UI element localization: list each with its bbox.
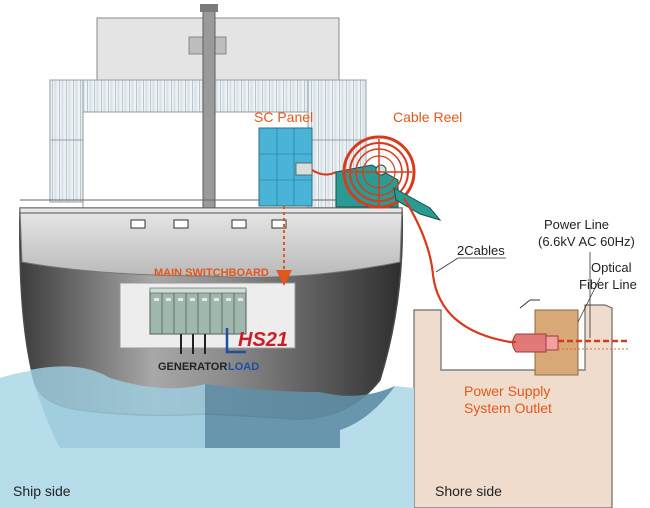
load-label: LOAD [228, 361, 259, 373]
porthole-4 [271, 219, 287, 229]
cable-reel [335, 135, 442, 221]
container-stack-left [49, 79, 84, 203]
optical-leader [577, 277, 601, 323]
panel-to-reel-cable [311, 169, 337, 176]
porthole-2 [173, 219, 189, 229]
generator-label: GENERATOR [158, 361, 227, 373]
hull-submerged-left [30, 366, 205, 448]
outlet-label-1: Power Supply [464, 383, 550, 399]
shore-side-area [413, 252, 628, 508]
mast-top [200, 4, 218, 12]
ship-side-label: Ship side [13, 483, 71, 499]
plug-socket [545, 335, 559, 351]
mast [202, 9, 216, 211]
sc-panel-label: SC Panel [254, 109, 313, 125]
power-line-label-2: (6.6kV AC 60Hz) [538, 234, 635, 249]
cable-reel-label: Cable Reel [393, 109, 462, 125]
two-cables-label: 2Cables [457, 243, 505, 258]
optical-label-2: Fiber Line [579, 277, 637, 292]
optical-label-1: Optical [591, 260, 632, 275]
two-cables-leader [435, 257, 459, 273]
container-stack-center [82, 79, 309, 113]
hs21-label: HS21 [238, 329, 288, 351]
hull-upper [19, 207, 403, 278]
outlet-label-2: System Outlet [464, 400, 552, 416]
load-wire [225, 328, 246, 354]
reel-arm [393, 187, 442, 221]
main-switchboard-label: MAIN SWITCHBOARD [154, 267, 269, 279]
switchboard-cabinets [149, 287, 247, 335]
shore-structure [413, 304, 613, 508]
hull-submerged [205, 384, 395, 448]
porthole-1 [130, 219, 146, 229]
ship [19, 4, 442, 448]
porthole-3 [231, 219, 247, 229]
shore-side-label: Shore side [435, 483, 502, 499]
sc-panel-connector [295, 162, 313, 176]
plug-connector [512, 333, 547, 353]
two-cables [403, 197, 516, 344]
power-line-label-1: Power Line [544, 217, 609, 232]
sc-panel-grid [259, 128, 312, 206]
outlet-marker [519, 299, 531, 309]
